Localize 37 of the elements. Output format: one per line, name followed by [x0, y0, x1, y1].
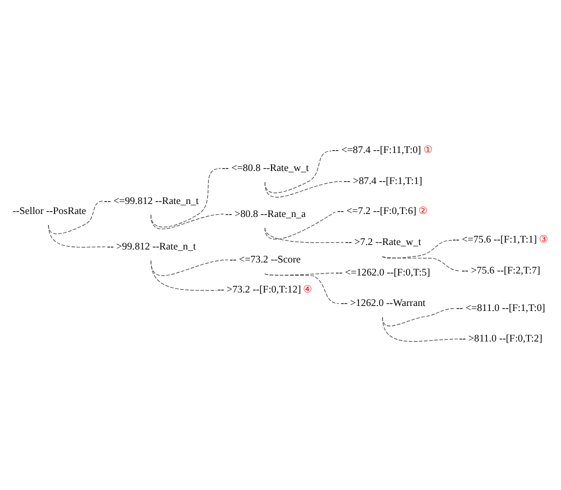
- node-text: -- <=75.6 --[F:1,T:1]: [452, 234, 537, 246]
- connector: [382, 256, 460, 272]
- connector: [150, 260, 217, 291]
- connector: [264, 150, 332, 194]
- connector: [264, 181, 342, 198]
- connector: [382, 316, 458, 342]
- node-text: -- >7.2 --Rate_w_t: [345, 237, 422, 248]
- connector: [264, 228, 344, 244]
- node-text: -- <=87.4 --[F:11,T:0]: [332, 144, 422, 156]
- node-text: -- >87.4 --[F:1,T:1]: [344, 176, 422, 188]
- connector: [150, 168, 221, 228]
- node-text: -- >811.0 --[F:0,T:2]: [459, 334, 542, 345]
- node-text: -- <=1262.0 --[F:0,T:5]: [336, 268, 430, 279]
- connector: [150, 260, 228, 276]
- node-text: -- <=99.812 --Rate_n_t: [104, 196, 199, 207]
- connector: [264, 273, 340, 304]
- connector: [48, 200, 104, 234]
- connector: [150, 214, 224, 230]
- connector: [382, 308, 456, 326]
- connector: [382, 240, 452, 259]
- node-text: -- <=73.2 --Score: [230, 254, 301, 266]
- node-label: ④: [303, 284, 312, 296]
- connector: [264, 212, 336, 240]
- node-text: -- >73.2 --[F:0,T:12]: [217, 284, 301, 296]
- node-label: ①: [424, 144, 433, 156]
- node-text: --Sellor --PosRate: [12, 206, 86, 217]
- node-text: -- >1262.0 --Warrant: [340, 298, 426, 310]
- node-text: -- <=80.8 --Rate_w_t: [222, 163, 309, 174]
- node-text: -- <=811.0 --[F:1,T:0]: [456, 303, 546, 314]
- node-text: -- <=7.2 --[F:0,T:6]: [337, 206, 416, 217]
- node-text: -- >99.812 --Rate_n_t: [106, 242, 196, 252]
- node-text: -- >80.8 --Rate_n_a: [225, 208, 306, 220]
- node-text: -- >75.6 --[F:2,T:7]: [462, 265, 540, 276]
- connector: [48, 224, 106, 248]
- connector: [264, 272, 334, 276]
- node-label: ②: [418, 206, 428, 217]
- node-label: ③: [538, 234, 548, 246]
